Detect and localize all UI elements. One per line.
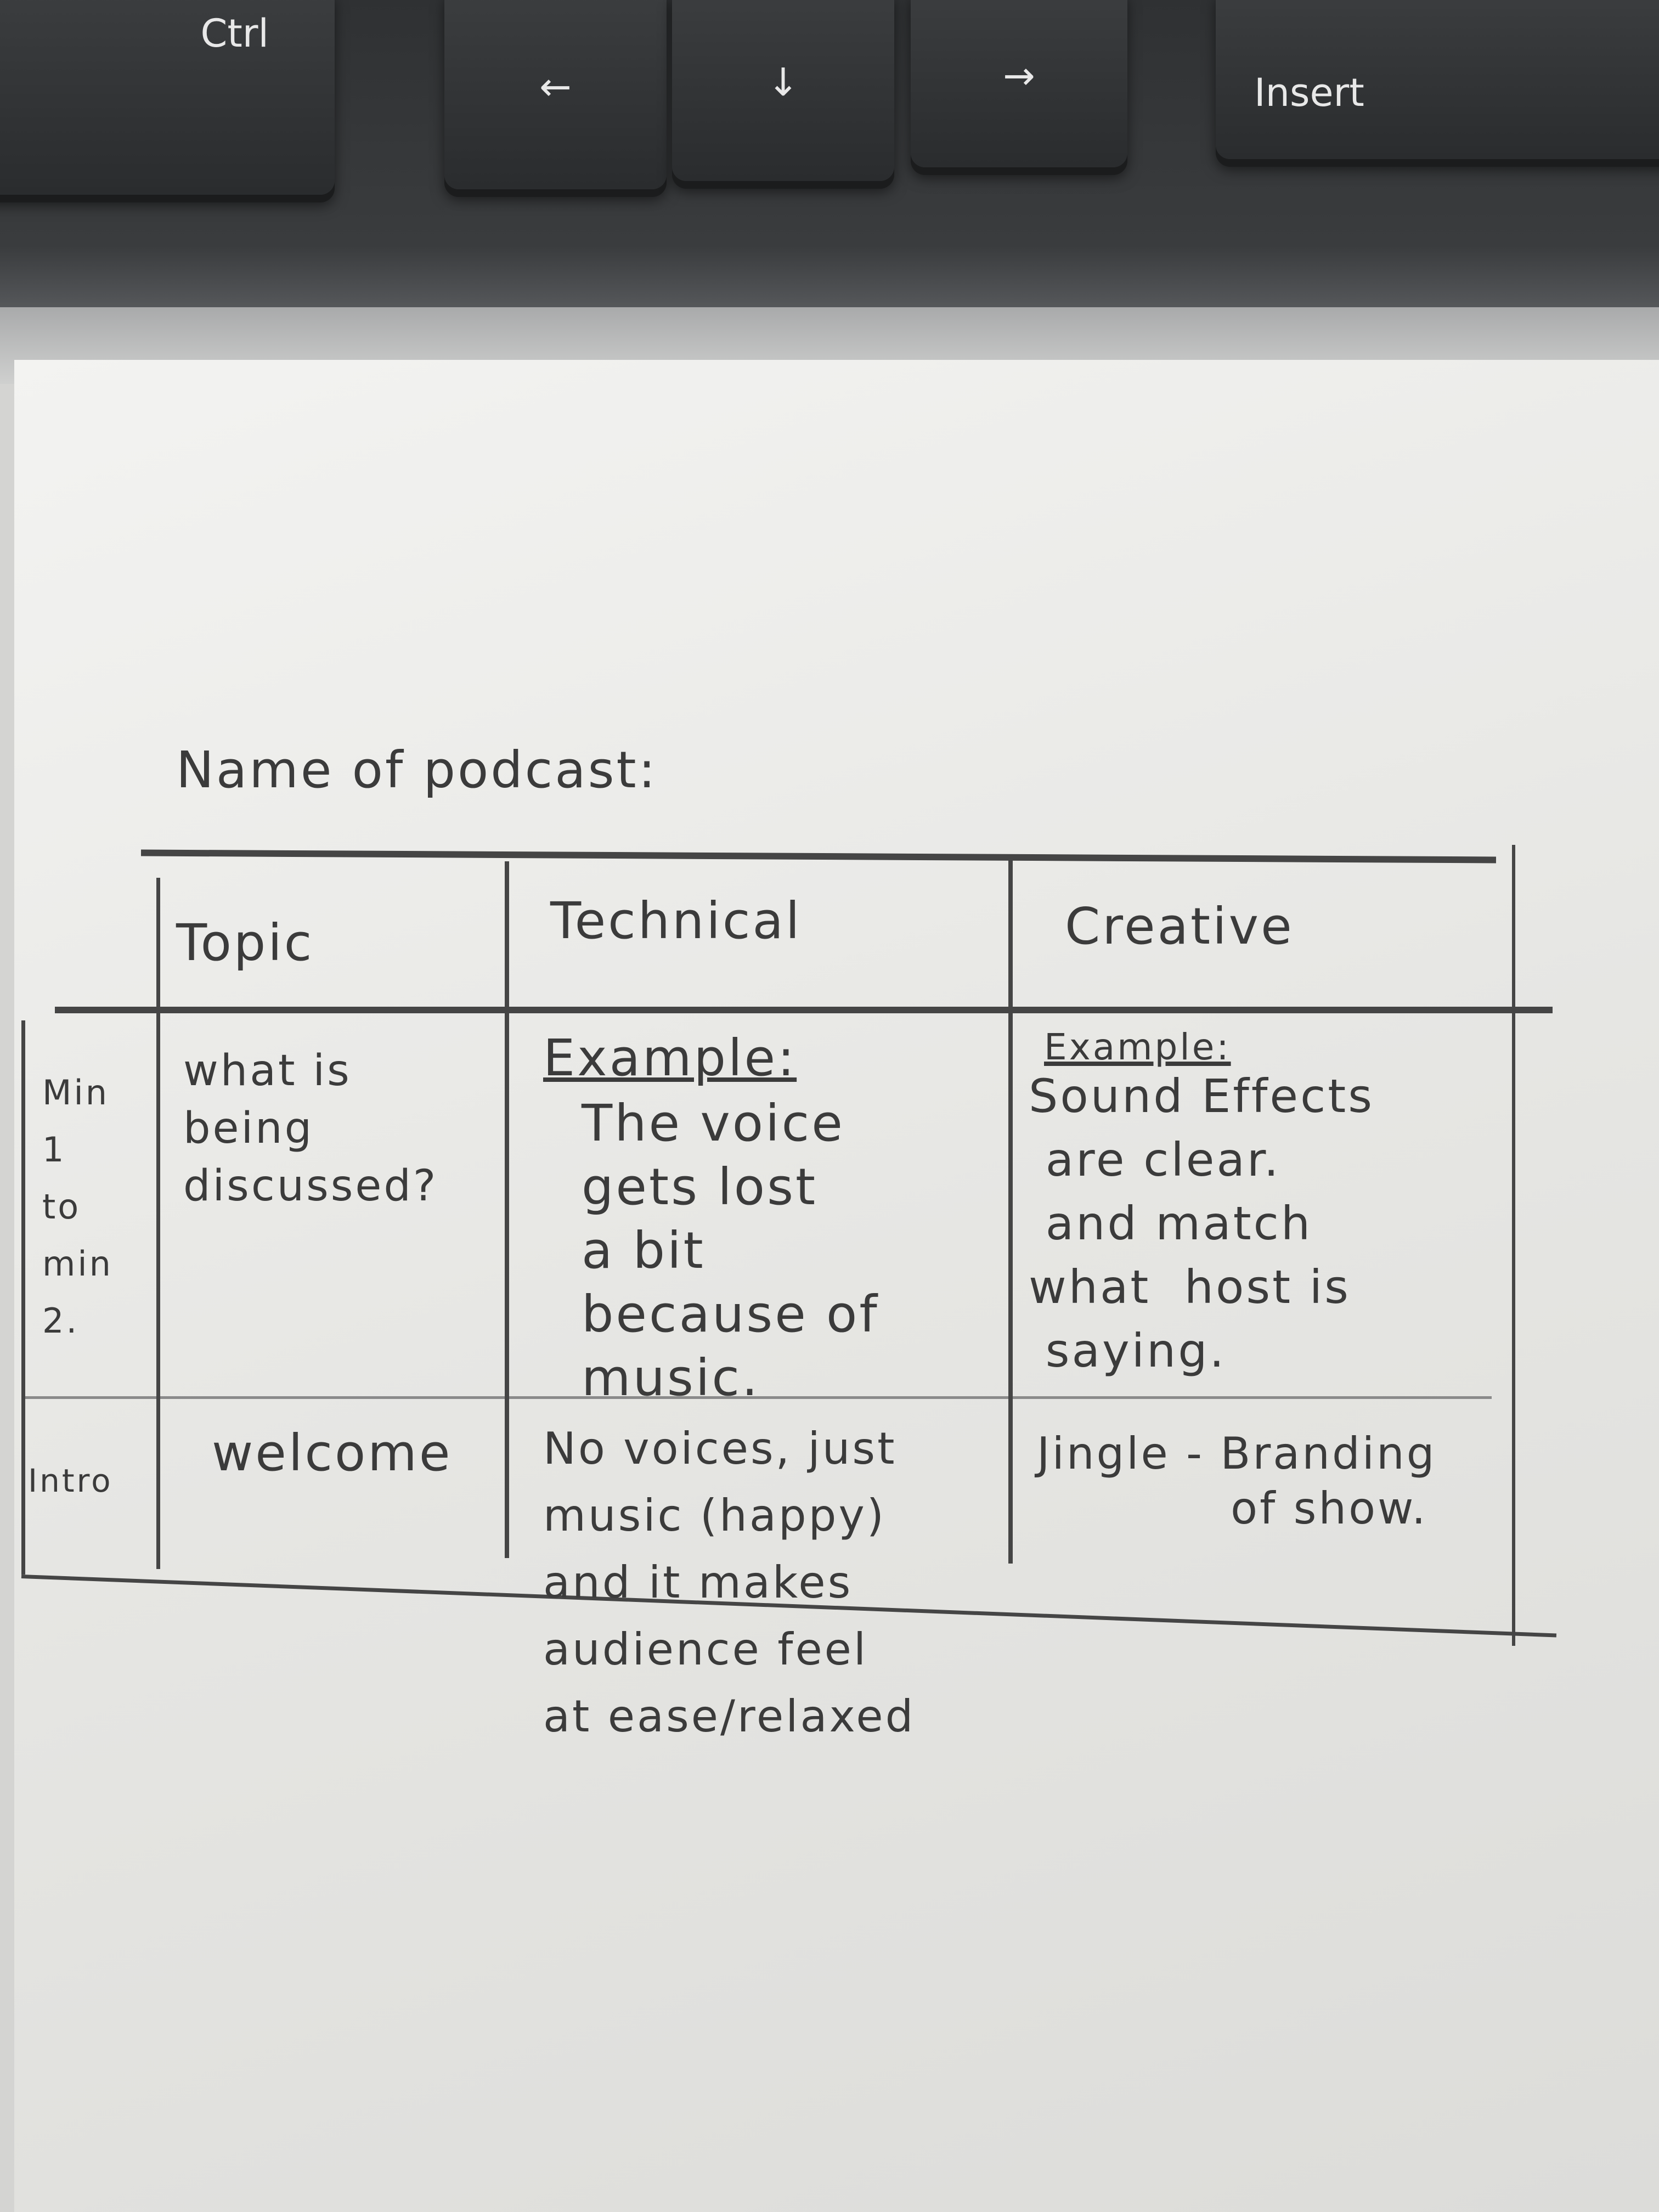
row1-creative-heading: Example: [1044,1026,1231,1068]
row2-technical: No voices, just music (happy) and it mak… [543,1423,916,1742]
row1-technical: The voice gets lost a bit because of mus… [582,1094,879,1407]
row2-time-label: Intro [28,1462,113,1499]
header-technical: Technical [550,891,802,950]
row-divider-line [21,1396,1492,1399]
ctrl-key[interactable]: Ctrl [0,0,335,195]
row1-technical-heading: Example: [543,1029,797,1087]
insert-key[interactable]: Insert [1216,0,1659,159]
arrow-down-icon: ↓ [767,60,799,105]
col-line-label [156,878,160,1569]
col-line-right [1512,845,1515,1646]
left-border [21,1020,25,1575]
row2-creative: Jingle - Branding of show. [1037,1428,1437,1534]
arrow-right-icon: → [1003,53,1035,98]
row1-creative: Sound Effects are clear. and match what … [1029,1069,1374,1378]
paper-sheet [14,360,1659,2212]
header-creative: Creative [1065,897,1294,956]
header-topic: Topic [176,913,314,972]
row2-topic: welcome [212,1424,453,1482]
arrow-right-key[interactable]: → [911,0,1127,167]
col-line-technical [1008,856,1013,1564]
podcast-name-label: Name of podcast: [176,741,658,799]
keyboard: Ctrl ← ↓ → Insert [0,0,1659,307]
row1-topic: what is being discussed? [183,1046,438,1211]
header-bottom-line [55,1007,1553,1013]
arrow-left-icon: ← [539,64,572,109]
col-line-topic [505,861,509,1558]
row1-time-label: Min 1 to min 2. [42,1073,113,1341]
arrow-left-key[interactable]: ← [444,0,667,189]
arrow-down-key[interactable]: ↓ [672,0,894,181]
